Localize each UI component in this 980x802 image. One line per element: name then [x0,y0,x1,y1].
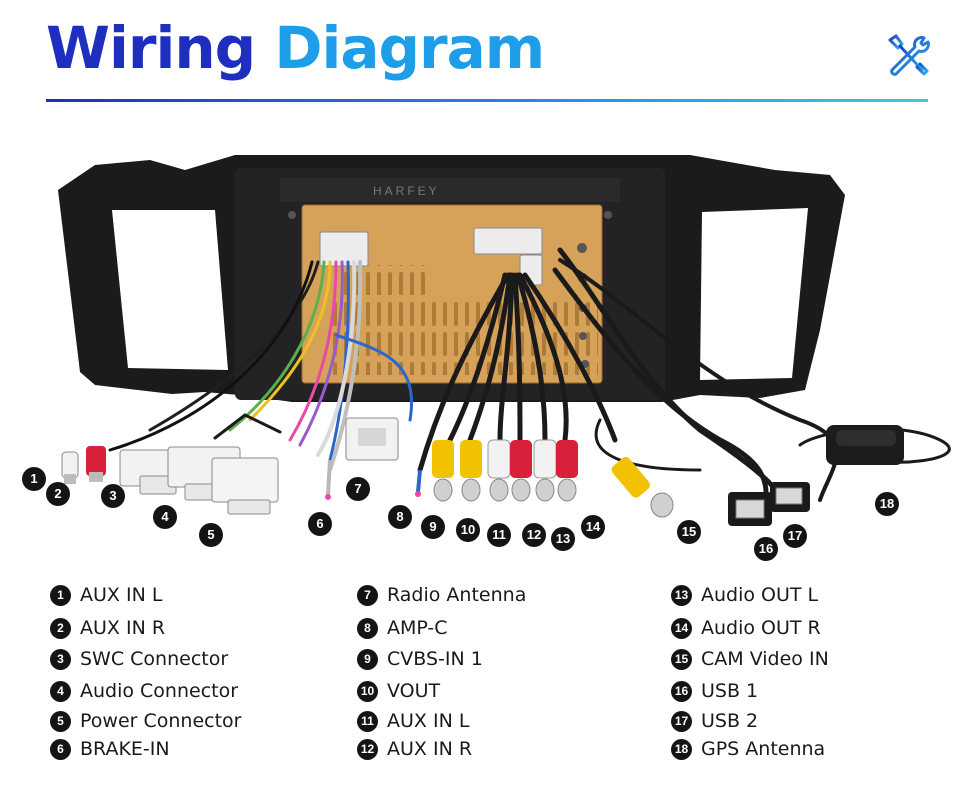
legend-item: 15 CAM Video IN [671,645,829,673]
callout-5: 5 [199,523,223,547]
legend-number: 10 [357,680,378,702]
title-underline [46,99,928,102]
callout-14: 14 [581,515,605,539]
rca-cam-video-in [611,457,674,518]
wire-bundle [108,247,951,508]
legend-label: Audio OUT L [701,584,819,606]
legend-label: CVBS-IN 1 [387,648,483,670]
legend-item: 9 CVBS-IN 1 [357,645,483,673]
gps-antenna [826,425,904,465]
radio-antenna-plug [345,417,399,461]
rca-cvbs-in-1 [432,440,454,502]
legend-number: 4 [50,680,71,702]
brake-wire-tip [325,459,332,500]
title-word-1: Wiring [46,14,256,82]
legend-item: 4 Audio Connector [50,677,238,705]
legend-label: BRAKE-IN [80,738,170,760]
callout-13: 13 [551,527,575,551]
legend-label: AUX IN L [387,710,470,732]
power-connector [211,457,279,515]
legend-number: 11 [357,710,378,732]
callout-1: 1 [22,467,46,491]
legend-item: 5 Power Connector [50,707,241,735]
legend-number: 5 [50,710,71,732]
unit-brand-text: HARFEY [373,184,440,198]
legend-item: 17 USB 2 [671,707,758,735]
legend-item: 8 AMP-C [357,614,448,642]
swc-connector [119,449,183,495]
callout-6: 6 [308,512,332,536]
callout-16: 16 [754,537,778,561]
legend-number: 1 [50,584,71,606]
callout-10: 10 [456,518,480,542]
callout-9: 9 [421,515,445,539]
rca-aux-in-l-2 [487,439,511,502]
legend-label: USB 1 [701,680,759,702]
legend-number: 14 [671,617,692,639]
legend-label: VOUT [387,680,441,702]
title-word-2: Diagram [274,14,545,82]
rca-vout [460,440,482,502]
usb-plug-1 [728,492,772,526]
head-unit: HARFEY [280,178,620,384]
legend-label: AUX IN R [387,738,473,760]
callout-18: 18 [875,492,899,516]
legend-number: 16 [671,680,692,702]
legend-number: 15 [671,648,692,670]
amp-c-wire-tip [415,469,422,497]
callout-17: 17 [783,524,807,548]
legend-label: Power Connector [80,710,242,732]
callout-4: 4 [153,505,177,529]
callout-3: 3 [101,484,125,508]
legend-number: 7 [357,584,378,606]
wrench-screwdriver-icon [888,34,930,76]
legend-label: USB 2 [701,710,759,732]
legend-item: 16 USB 1 [671,677,758,705]
legend-number: 6 [50,738,71,760]
legend-label: GPS Antenna [701,738,826,760]
legend-label: Audio OUT R [701,617,821,639]
legend-item: 1 AUX IN L [50,581,162,609]
page-title: Wiring Diagram [46,8,545,88]
rca-aux-in-l [61,451,79,484]
legend-label: AMP-C [387,617,448,639]
legend-number: 18 [671,738,692,760]
legend-label: Radio Antenna [387,584,527,606]
callout-8: 8 [388,505,412,529]
legend-label: CAM Video IN [701,648,829,670]
legend-label: AUX IN R [80,617,166,639]
legend-number: 12 [357,738,378,760]
legend-number: 13 [671,584,692,606]
legend-item: 2 AUX IN R [50,614,165,642]
usb-plug-2 [770,482,810,512]
legend-item: 13 Audio OUT L [671,581,818,609]
legend-number: 9 [357,648,378,670]
legend-item: 12 AUX IN R [357,735,472,763]
legend-item: 18 GPS Antenna [671,735,825,763]
callout-2: 2 [46,482,70,506]
wiring-diagram: HARFEY [58,155,951,526]
legend-item: 7 Radio Antenna [357,581,526,609]
legend-item: 11 AUX IN L [357,707,469,735]
callout-12: 12 [522,523,546,547]
legend-item: 3 SWC Connector [50,645,228,673]
legend-item: 14 Audio OUT R [671,614,821,642]
legend-label: AUX IN L [80,584,163,606]
rca-aux-in-r [86,446,106,482]
rca-audio-out-l [533,439,557,502]
callout-15: 15 [677,520,701,544]
legend-label: SWC Connector [80,648,229,670]
legend-label: Audio Connector [80,680,239,702]
legend-number: 8 [357,617,378,639]
callout-11: 11 [487,523,511,547]
legend-number: 17 [671,710,692,732]
legend-number: 2 [50,617,71,639]
legend-item: 6 BRAKE-IN [50,735,170,763]
rca-audio-out-r [556,440,578,502]
legend-number: 3 [50,648,71,670]
rca-aux-in-r-2 [510,440,532,502]
legend-item: 10 VOUT [357,677,440,705]
callout-7: 7 [346,477,370,501]
